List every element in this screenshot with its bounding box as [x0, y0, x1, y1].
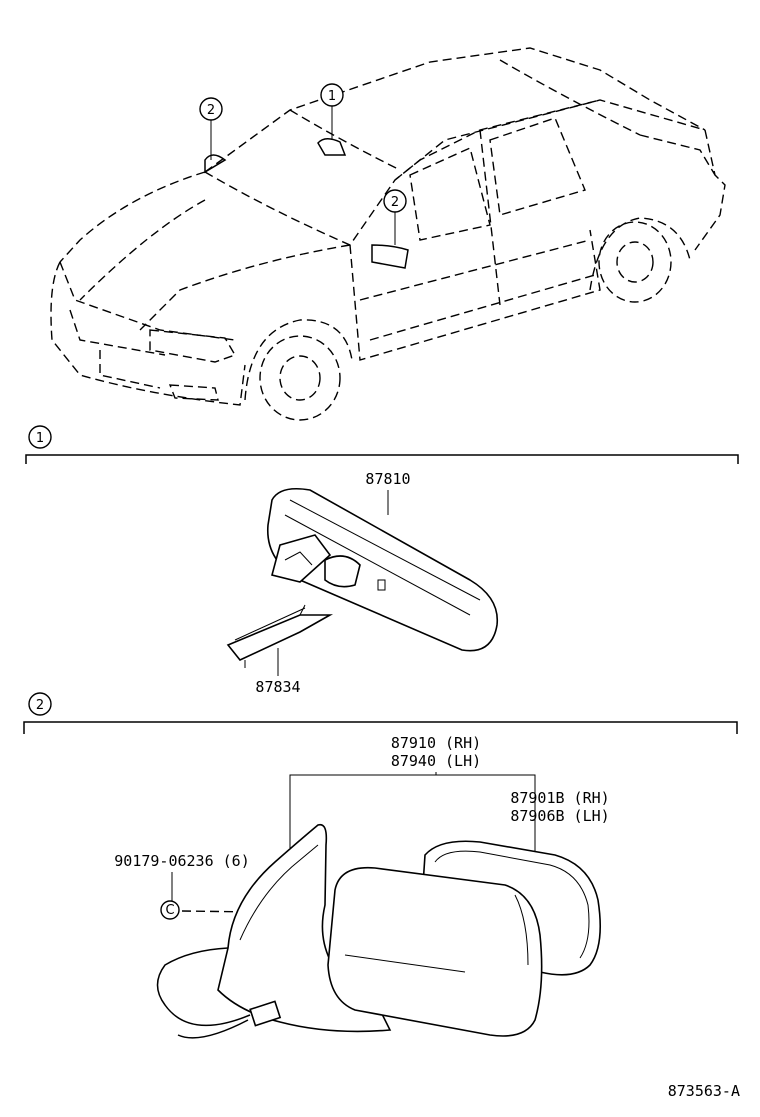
section-2-header: 2 [23, 692, 738, 734]
fastener-marker-text: C [165, 903, 174, 918]
callout-text: 1 [328, 89, 336, 104]
part-number-87906b-lh: 87906B (LH) [510, 807, 609, 825]
section-number: 1 [36, 431, 44, 446]
car-outline [50, 47, 726, 421]
leader-87910 [289, 774, 536, 855]
callout-text: 2 [207, 103, 215, 118]
part-number-87810: 87810 [365, 470, 410, 488]
part-number-87901b-rh: 87901B (RH) [510, 789, 609, 807]
section-1-header: 1 [25, 425, 739, 464]
callout-two-side: 2 [383, 189, 407, 213]
diagram-code: 873563-A [668, 1082, 740, 1100]
part-number-90179-06236: 90179-06236 (6) [114, 852, 249, 870]
part-number-87940-lh: 87940 (LH) [391, 752, 481, 770]
part-number-87834: 87834 [255, 678, 300, 696]
callout-two-front: 2 [199, 97, 223, 121]
part-number-87910-rh: 87910 (RH) [391, 734, 481, 752]
outer-mirror-assembly [156, 823, 602, 1039]
inner-rear-view-mirror [267, 487, 499, 652]
callout-text: 2 [391, 195, 399, 210]
mirror-wire-clip [226, 604, 334, 676]
section-number: 2 [36, 698, 44, 713]
callout-one-car: 1 [320, 83, 344, 107]
